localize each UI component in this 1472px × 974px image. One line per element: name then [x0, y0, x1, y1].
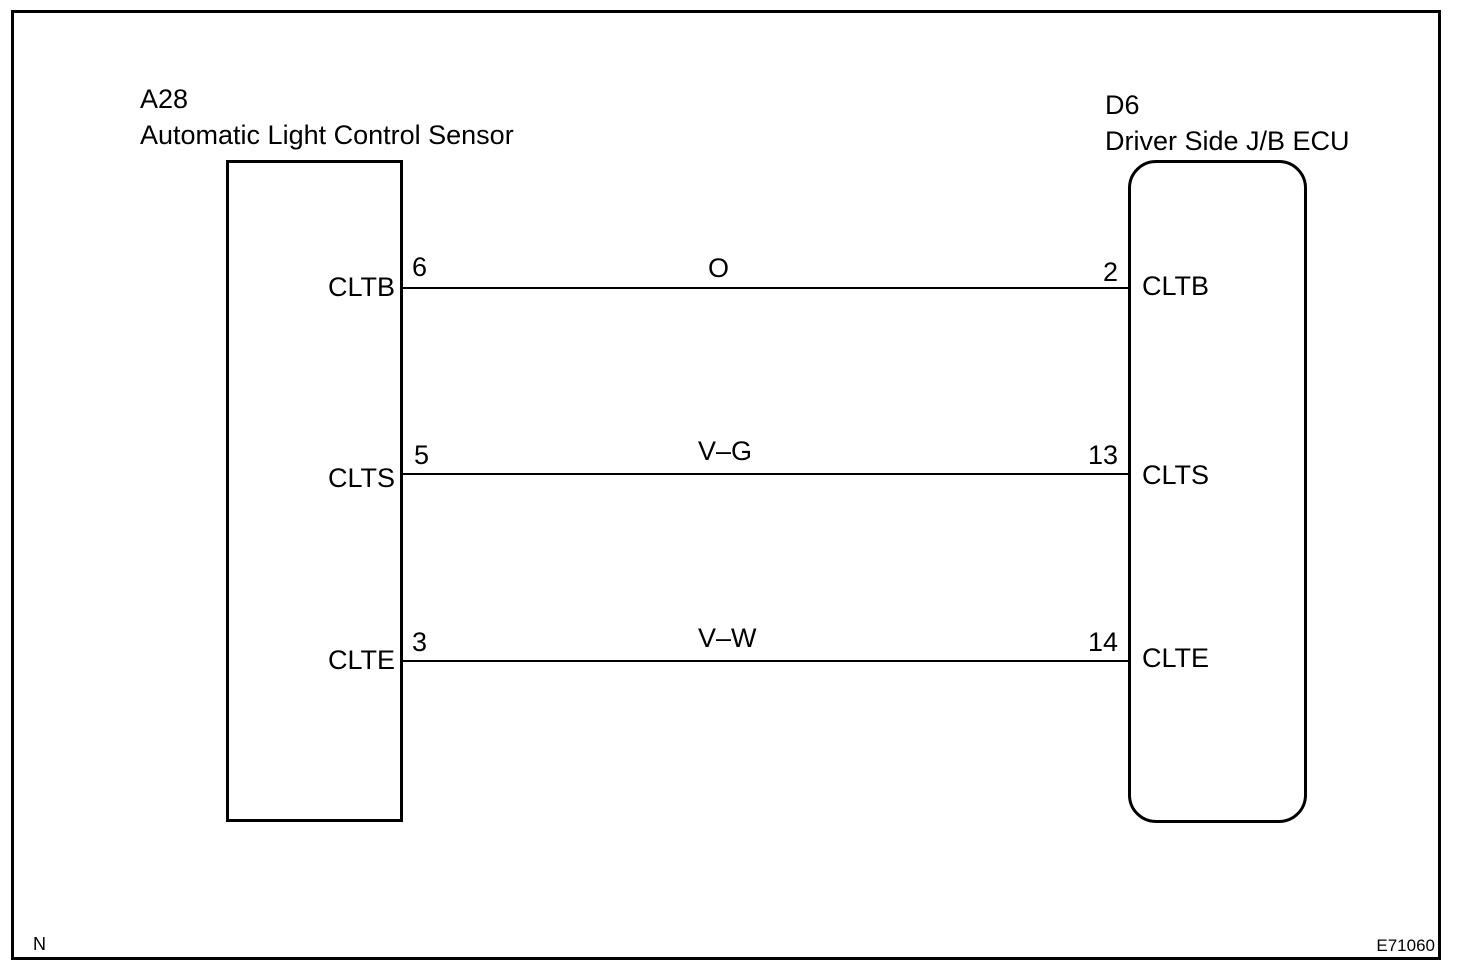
- wire-color-1: O: [708, 253, 730, 283]
- right-terminal-1: CLTB: [1142, 271, 1210, 301]
- corner-mark: N: [33, 934, 46, 954]
- left-terminal-1: CLTB: [327, 272, 395, 302]
- right-component-name: Driver Side J/B ECU: [1105, 126, 1350, 156]
- wire-1: [402, 287, 1129, 289]
- left-component-code: A28: [140, 84, 189, 114]
- left-connector-box: [226, 160, 403, 822]
- right-pin-2: 13: [1087, 440, 1118, 470]
- wire-2: [402, 473, 1129, 475]
- wire-color-3: V–W: [698, 623, 757, 653]
- right-component-code: D6: [1105, 90, 1140, 120]
- right-connector-box: [1128, 160, 1307, 823]
- diagram-frame: [11, 10, 1441, 960]
- figure-id: E71060: [1376, 936, 1435, 955]
- left-terminal-3: CLTE: [327, 645, 395, 675]
- right-terminal-2: CLTS: [1142, 460, 1210, 490]
- right-terminal-3: CLTE: [1142, 643, 1210, 673]
- right-pin-1: 2: [1102, 257, 1118, 287]
- left-pin-2: 5: [414, 440, 430, 470]
- left-pin-1: 6: [412, 252, 428, 282]
- wire-3: [402, 660, 1129, 662]
- left-component-name: Automatic Light Control Sensor: [140, 120, 514, 150]
- wire-color-2: V–G: [698, 436, 753, 466]
- left-pin-3: 3: [412, 627, 428, 657]
- left-terminal-2: CLTS: [327, 463, 395, 493]
- right-pin-3: 14: [1087, 627, 1118, 657]
